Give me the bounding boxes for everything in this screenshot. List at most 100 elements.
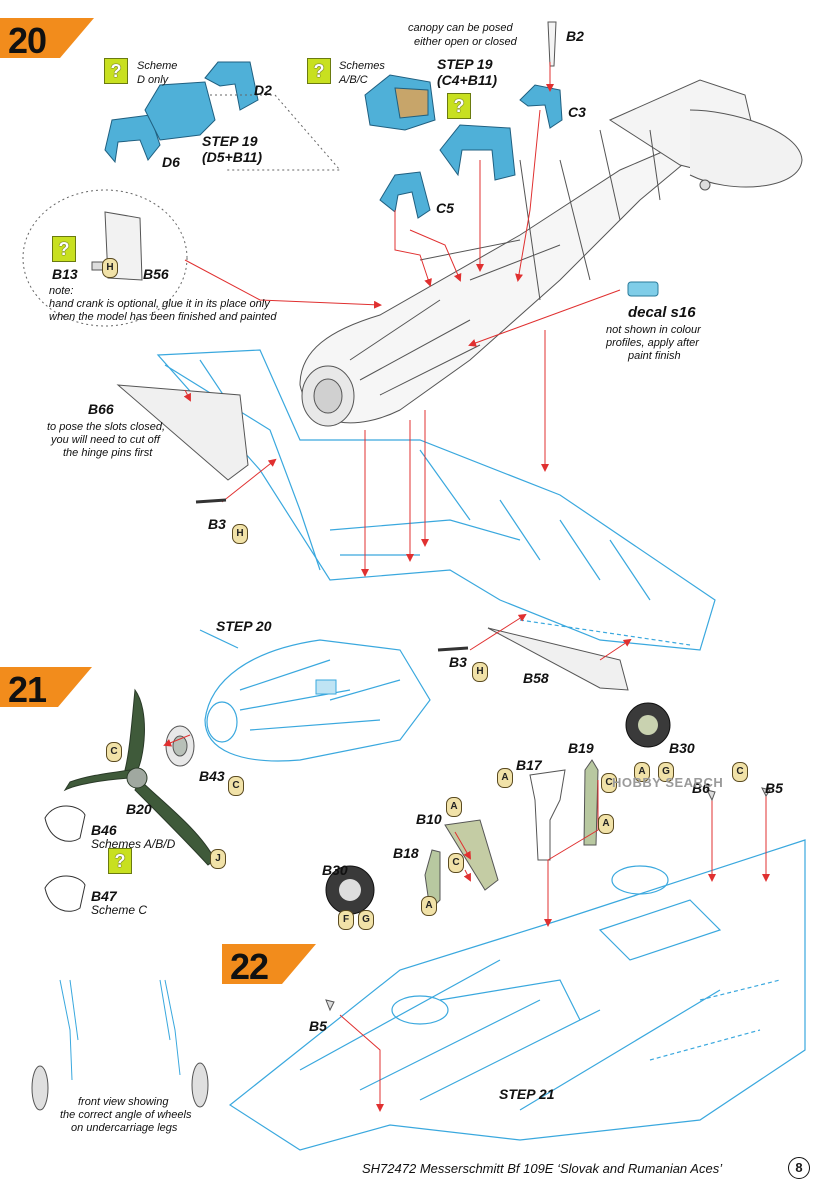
label-b18: B18: [393, 845, 419, 861]
front-view-note-3: on undercarriage legs: [71, 1122, 178, 1134]
label-b46: B46: [91, 822, 117, 838]
assembly-arrows-step20: [183, 62, 632, 661]
slots-note-2: you will need to cut off: [51, 434, 160, 446]
paint-badge-h-2: H: [102, 258, 118, 278]
footer-title: SH72472 Messerschmitt Bf 109E ‘Slovak an…: [362, 1161, 723, 1176]
slots-note-1: to pose the slots closed,: [47, 421, 166, 433]
label-b19: B19: [568, 740, 594, 756]
b66-slat: [116, 384, 249, 481]
paint-badge-a-2: A: [446, 797, 462, 817]
label-b56: B56: [143, 266, 169, 282]
crank-note-1: hand crank is optional, glue it in its p…: [49, 298, 270, 310]
scheme-d-note-1: Scheme: [137, 60, 178, 72]
step-20-number: 20: [8, 20, 47, 61]
hobby-search-watermark: HOBBY SEARCH: [612, 775, 724, 790]
front-view-note-1: front view showing: [78, 1096, 169, 1108]
label-d6: D6: [162, 154, 180, 170]
scheme-abc-note-2: A/B/C: [339, 74, 368, 86]
paint-badge-f: F: [338, 910, 354, 930]
label-step19-b: STEP 19: [437, 56, 493, 72]
question-mark-canopy: ?: [447, 93, 471, 119]
slots-note-3: the hinge pins first: [63, 447, 153, 459]
decal-s16-chip: [627, 281, 659, 297]
label-b17: B17: [516, 757, 542, 773]
label-step19-b-sub: (C4+B11): [437, 72, 498, 88]
step-21-tab-shape: [0, 667, 92, 707]
paint-badge-h-3: H: [472, 662, 488, 682]
paint-badge-g-1: G: [658, 762, 674, 782]
label-b30-left: B30: [322, 862, 348, 878]
step-22-number: 22: [230, 946, 269, 987]
label-step19-a: STEP 19: [202, 133, 258, 149]
step-22-tab: 22: [222, 944, 316, 987]
label-b43: B43: [199, 768, 225, 784]
label-b3-left: B3: [208, 516, 226, 532]
label-b13: B13: [52, 266, 78, 282]
paint-badge-a-3: A: [598, 814, 614, 834]
front-view-note-2: the correct angle of wheels: [60, 1109, 192, 1121]
paint-badge-j: J: [210, 849, 226, 869]
b46-spinner: [44, 805, 86, 842]
label-step19-a-sub: (D5+B11): [202, 149, 263, 165]
front-view-legs: [59, 979, 181, 1081]
canopy-note-1: canopy can be posed: [408, 22, 513, 34]
crank-callout: [22, 189, 188, 327]
step-21-number: 21: [8, 669, 47, 710]
nose-outline: [199, 629, 431, 762]
decal-note-3: paint finish: [628, 350, 681, 362]
step-20-tab-shape: [0, 18, 94, 58]
label-b2: B2: [566, 28, 584, 44]
paint-badge-g-2: G: [358, 910, 374, 930]
paint-badge-h-1: H: [232, 524, 248, 544]
crank-note-0: note:: [49, 285, 74, 297]
label-b5-right: B5: [765, 780, 783, 796]
label-b30-right: B30: [669, 740, 695, 756]
b47-scheme-note: Scheme C: [91, 903, 148, 917]
lower-wing-outline: [228, 839, 806, 1151]
label-b20: B20: [126, 801, 152, 817]
step-20-tab: 20: [0, 18, 94, 61]
paint-badge-c-5: C: [732, 762, 748, 782]
label-step20: STEP 20: [216, 618, 272, 634]
question-mark-scheme-d: ?: [104, 58, 128, 84]
label-b10: B10: [416, 811, 442, 827]
paint-badge-c-2: C: [228, 776, 244, 796]
label-b6: B6: [692, 780, 710, 796]
paint-badge-c-3: C: [601, 773, 617, 793]
wing-outline: [156, 349, 716, 651]
label-decal-s16: decal s16: [628, 304, 696, 321]
label-c5: C5: [436, 200, 454, 216]
b46-scheme-note: Schemes A/B/D: [91, 837, 176, 851]
question-mark-scheme-abc: ?: [307, 58, 331, 84]
canopy-note-2: either open or closed: [414, 36, 517, 48]
fuselage-gray: [299, 79, 803, 427]
label-c3: C3: [568, 104, 586, 120]
question-mark-b47: ?: [108, 848, 132, 874]
paint-badge-a-1: A: [497, 768, 513, 788]
label-d2: D2: [254, 82, 272, 98]
label-step21: STEP 21: [499, 1086, 555, 1102]
scheme-abc-note-1: Schemes: [339, 60, 385, 72]
label-b58: B58: [523, 670, 549, 686]
scheme-d-note-2: D only: [137, 74, 169, 86]
page-number: 8: [788, 1157, 810, 1179]
paint-badge-a-4: A: [421, 896, 437, 916]
label-b47: B47: [91, 888, 117, 904]
paint-badge-a-5: A: [634, 762, 650, 782]
b47-spinner: [44, 875, 86, 912]
label-b5-left: B5: [309, 1018, 327, 1034]
paint-badge-c-4: C: [448, 853, 464, 873]
crank-note-2: when the model has been finished and pai…: [49, 311, 277, 323]
propeller: [63, 688, 216, 866]
decal-note-2: profiles, apply after: [606, 337, 699, 349]
canopy-parts: [104, 21, 563, 219]
question-mark-crank: ?: [52, 236, 76, 262]
step-22-tab-shape: [222, 944, 316, 984]
decal-note-1: not shown in colour: [606, 324, 701, 336]
label-b3-right: B3: [449, 654, 467, 670]
b58-aileron: [487, 627, 629, 691]
wheels: [325, 702, 671, 915]
label-b66: B66: [88, 401, 114, 417]
paint-badge-c-1: C: [106, 742, 122, 762]
